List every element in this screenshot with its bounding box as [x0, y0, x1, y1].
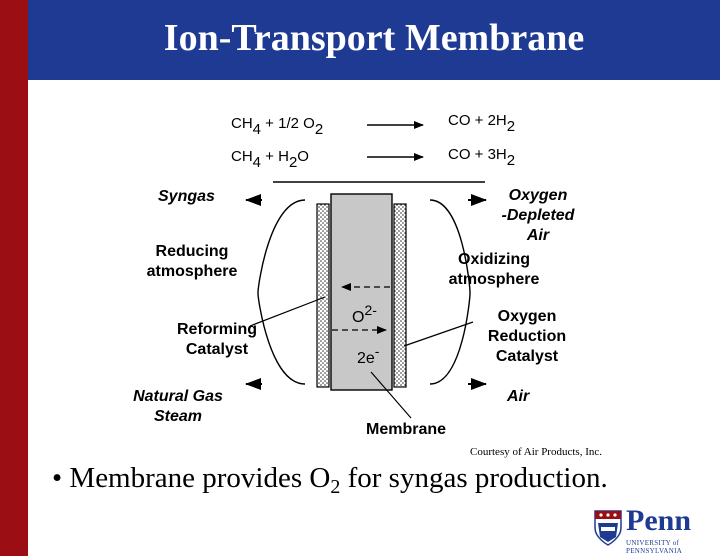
- reaction-2-right: CO + 3H2: [448, 146, 516, 169]
- bullet-point: • Membrane provides O2 for syngas produc…: [52, 462, 608, 498]
- reforming-leader-line: [249, 296, 326, 327]
- oxygen-reduction-catalyst-layer: [393, 203, 407, 388]
- slide-title: Ion-Transport Membrane: [163, 17, 585, 59]
- oxygen-reduction-leader-line: [403, 321, 474, 347]
- reforming-catalyst-layer: [316, 203, 330, 388]
- title-banner: [28, 0, 720, 80]
- syngas-label: Syngas: [158, 188, 215, 205]
- reaction-1-left: CH4 + 1/2 O2: [231, 115, 324, 138]
- electron-label: 2e-: [357, 343, 380, 367]
- left-flow-curve: [257, 199, 306, 385]
- reaction-1-right: CO + 2H2: [448, 112, 516, 135]
- penn-logo-subtitle: UNIVERSITY of PENNSYLVANIA: [626, 539, 683, 555]
- penn-shield-icon: [594, 510, 622, 546]
- membrane-label: Membrane: [366, 421, 447, 438]
- air-label: Air: [507, 388, 530, 405]
- courtesy-credit: Courtesy of Air Products, Inc.: [470, 446, 602, 458]
- membrane-leader-line: [370, 371, 412, 419]
- left-accent-bar: [0, 0, 28, 556]
- membrane-body: [330, 193, 393, 391]
- right-flow-curve: [429, 199, 471, 385]
- oxide-ion-label: O2-: [352, 302, 377, 326]
- penn-logo-text: Penn: [626, 504, 692, 537]
- reaction-2-left: CH4 + H2O: [231, 148, 309, 171]
